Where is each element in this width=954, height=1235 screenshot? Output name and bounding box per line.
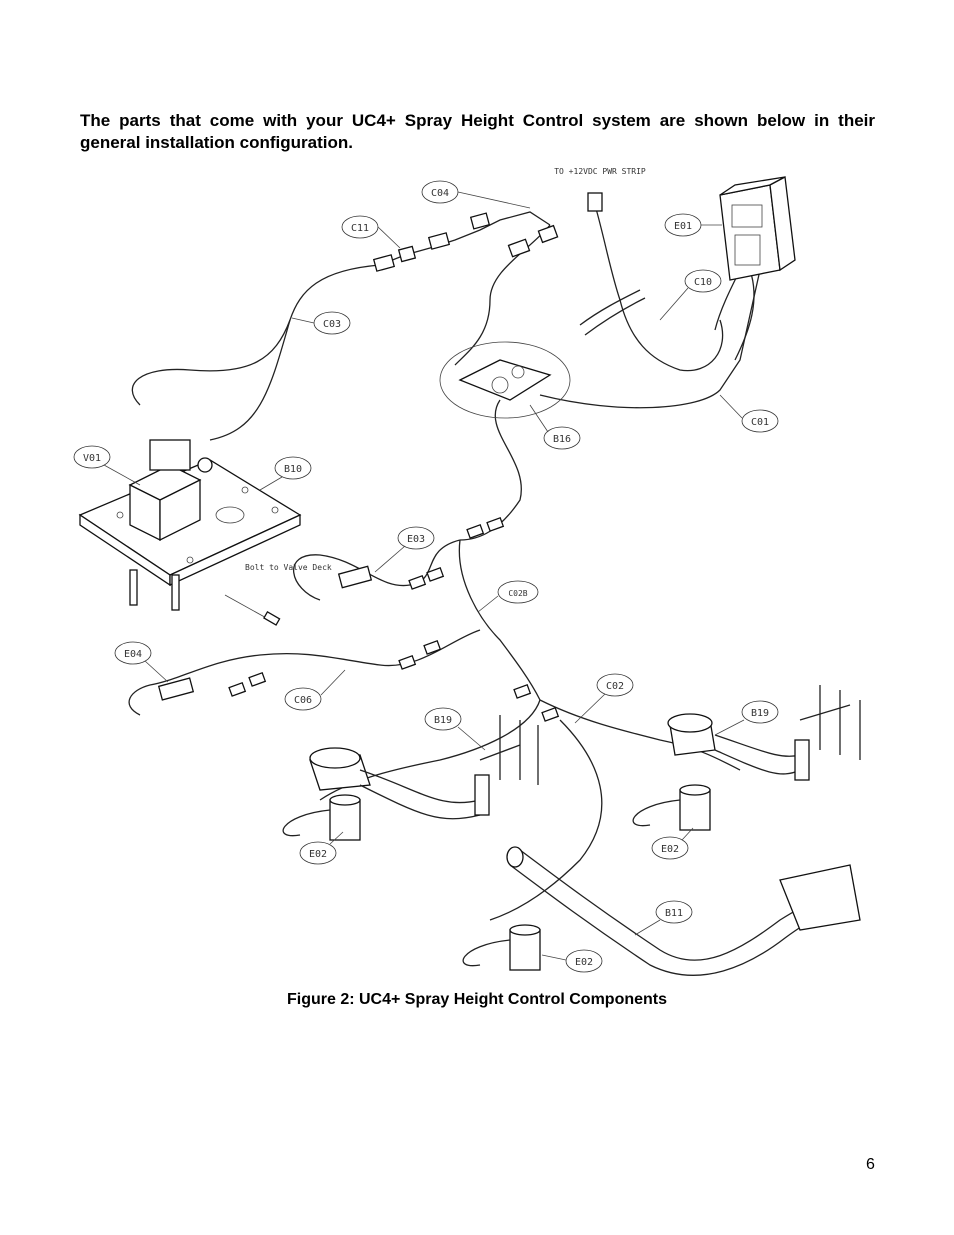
sensor-e04 <box>157 677 195 701</box>
boom-mount-left <box>309 715 539 820</box>
svg-text:B19: B19 <box>751 708 769 719</box>
callout-c06: C06 <box>284 669 346 711</box>
callout-c02b: C02B <box>477 580 539 613</box>
sensor-e02-right <box>632 784 711 831</box>
cable-c03 <box>131 264 381 406</box>
sensor-e02-bottom <box>462 924 541 971</box>
callout-c02: C02 <box>574 673 634 724</box>
callout-e03: E03 <box>374 526 435 573</box>
svg-text:C01: C01 <box>751 417 769 428</box>
svg-text:V01: V01 <box>83 453 101 464</box>
svg-text:B10: B10 <box>284 464 302 475</box>
svg-text:C02B: C02B <box>508 589 527 598</box>
cable-c06 <box>128 629 481 716</box>
svg-text:C10: C10 <box>694 277 712 288</box>
mounting-plate-b16 <box>439 341 571 419</box>
harness-connectors <box>372 212 559 272</box>
valve-note: Bolt to Valve Deck <box>245 563 332 572</box>
svg-text:C04: C04 <box>431 188 449 199</box>
callout-e04: E04 <box>114 641 169 683</box>
sensor-e03 <box>337 565 373 589</box>
sensor-e02-left <box>282 794 361 841</box>
cable-c10 <box>594 204 724 372</box>
callout-b16: B16 <box>529 404 581 450</box>
cable-c02b <box>458 539 541 701</box>
callout-b10: B10 <box>259 456 312 491</box>
svg-text:C06: C06 <box>294 695 312 706</box>
inline-connectors <box>228 517 560 722</box>
components-drawing: C04 C11 C03 E01 C10 C01 <box>73 167 861 976</box>
svg-text:B11: B11 <box>665 908 683 919</box>
cable-plate-down <box>459 399 522 541</box>
svg-text:C02: C02 <box>606 681 624 692</box>
callout-c04: C04 <box>421 180 531 209</box>
callout-e02-left: E02 <box>299 831 344 865</box>
callout-e02-right: E02 <box>651 827 694 860</box>
cable-c01 <box>539 269 761 409</box>
svg-text:C11: C11 <box>351 223 369 234</box>
intro-paragraph: The parts that come with your UC4+ Spray… <box>80 111 875 152</box>
svg-text:E02: E02 <box>575 957 593 968</box>
figure-caption: Figure 2: UC4+ Spray Height Control Comp… <box>286 991 668 1008</box>
cable-c02-right <box>539 699 741 771</box>
components-diagram: C04 C11 C03 E01 C10 C01 <box>60 160 900 990</box>
control-box-e01 <box>719 175 796 281</box>
callout-b19-right: B19 <box>714 700 779 736</box>
power-plug <box>587 192 603 212</box>
svg-text:E02: E02 <box>309 849 327 860</box>
svg-text:E04: E04 <box>124 649 142 660</box>
svg-text:C03: C03 <box>323 319 341 330</box>
callout-b11: B11 <box>634 900 693 936</box>
boom-mount-right <box>667 685 861 781</box>
cable-c03-branch <box>209 319 291 441</box>
center-bracket-b11 <box>506 846 861 976</box>
callout-c11: C11 <box>341 215 401 249</box>
svg-text:E03: E03 <box>407 534 425 545</box>
power-note: TO +12VDC PWR STRIP <box>554 167 646 176</box>
callout-c03: C03 <box>291 311 351 335</box>
svg-text:B19: B19 <box>434 715 452 726</box>
callout-c10: C10 <box>659 269 722 321</box>
cable-c02-bottom <box>489 719 603 921</box>
callout-b19-left: B19 <box>424 707 486 751</box>
cable-c04 <box>454 224 551 366</box>
svg-text:E02: E02 <box>661 844 679 855</box>
callout-c01: C01 <box>719 394 779 433</box>
callout-e01: E01 <box>664 213 722 237</box>
callout-e02-bottom: E02 <box>541 949 603 973</box>
svg-text:B16: B16 <box>553 434 571 445</box>
valve-v01 <box>128 439 213 542</box>
callout-v01: V01 <box>73 445 141 486</box>
page-number: 6 <box>866 1156 875 1173</box>
svg-text:E01: E01 <box>674 221 692 232</box>
mount-bolts <box>129 569 281 626</box>
